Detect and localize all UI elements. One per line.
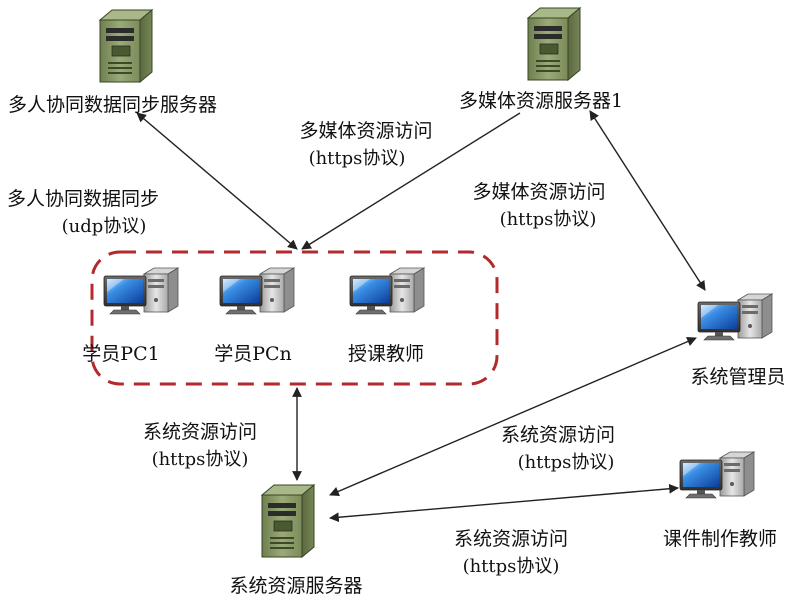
collab-sync-protocol: (udp协议) [61, 216, 147, 237]
student-pc1-label: 学员PC1 [82, 343, 160, 365]
system-group-title: 系统资源访问 [142, 421, 258, 443]
system-admin-protocol: (https协议) [517, 452, 615, 473]
system-server-icon [261, 484, 315, 558]
media-server-icon [527, 7, 581, 81]
media-server-label: 多媒体资源服务器1 [459, 90, 624, 112]
student-pcn-label: 学员PCn [214, 343, 292, 365]
student-pc1-icon [103, 267, 179, 315]
author-pc-icon [679, 451, 755, 499]
media-group-protocol: (https协议) [308, 148, 406, 169]
user-group-border [90, 250, 499, 386]
media-group-title: 多媒体资源访问 [299, 120, 433, 142]
author-label: 课件制作教师 [662, 528, 778, 550]
collab-server-label: 多人协同数据同步服务器 [8, 94, 218, 116]
collab-sync-arrow [136, 112, 298, 250]
system-author-title: 系统资源访问 [453, 528, 569, 550]
media-admin-title: 多媒体资源访问 [472, 181, 606, 203]
admin-label: 系统管理员 [690, 366, 786, 388]
system-server-label: 系统资源服务器 [229, 575, 363, 597]
student-pcn-icon [219, 267, 295, 315]
collab-server-icon [99, 9, 153, 83]
lecturer-pc-icon [349, 267, 425, 315]
collab-sync-title: 多人协同数据同步 [7, 188, 160, 210]
system-admin-title: 系统资源访问 [500, 424, 616, 446]
media-group-arrow [301, 112, 521, 250]
lecturer-label: 授课教师 [347, 343, 425, 365]
media-admin-arrow [589, 110, 706, 291]
system-author-arrow [329, 483, 679, 523]
media-admin-protocol: (https协议) [499, 209, 597, 230]
system-group-protocol: (https协议) [151, 449, 249, 470]
admin-pc-icon [697, 293, 773, 341]
system-admin-arrow [329, 336, 697, 497]
system-author-protocol: (https协议) [462, 556, 560, 577]
